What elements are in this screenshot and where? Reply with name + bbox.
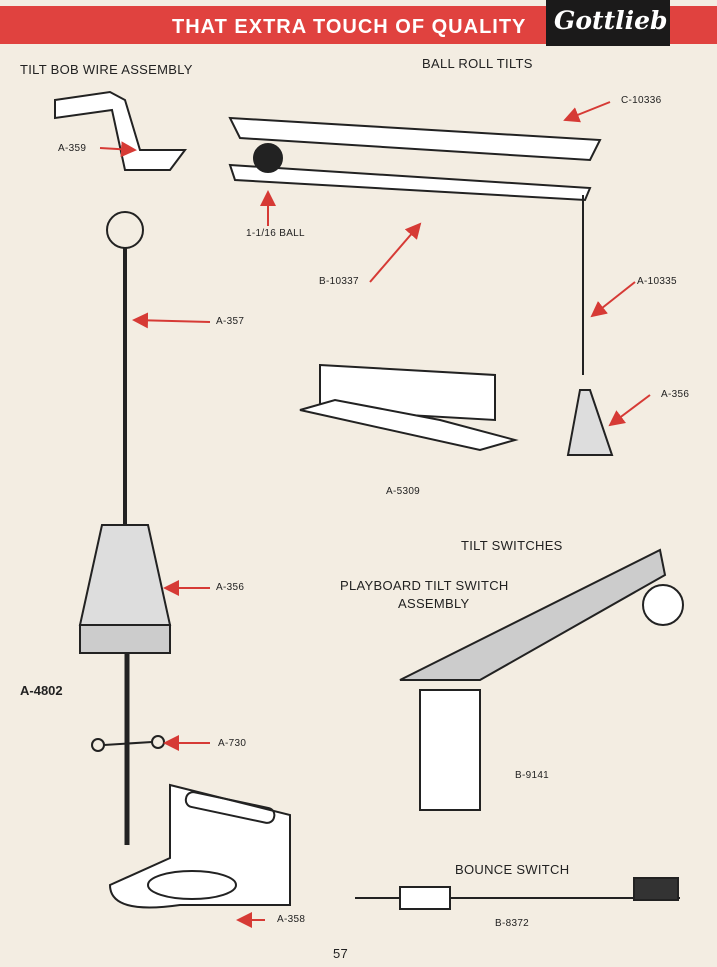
rod-loop: [106, 211, 144, 249]
page-number: 57: [333, 946, 349, 961]
label-b10337: B-10337: [319, 276, 359, 287]
title-playboard-1: PLAYBOARD TILT SWITCH: [340, 578, 509, 593]
gottlieb-logo: Gottlieb: [546, 0, 670, 46]
playboard-switch: [399, 548, 667, 681]
label-a5309: A-5309: [386, 486, 421, 497]
label-c10336: C-10336: [621, 95, 662, 106]
weight-a356-left: [78, 524, 172, 626]
label-b8372: B-8372: [495, 918, 530, 929]
weight-a356-right: [566, 389, 614, 456]
label-a10335: A-10335: [637, 276, 677, 287]
label-b9141: B-9141: [515, 770, 550, 781]
label-a359: A-359: [58, 143, 87, 154]
logo-text: Gottlieb: [554, 6, 668, 35]
banner-title: THAT EXTRA TOUCH OF QUALITY: [172, 16, 527, 38]
label-a730: A-730: [218, 738, 247, 749]
title-tilt-bob: TILT BOB WIRE ASSEMBLY: [20, 62, 193, 77]
title-bounce: BOUNCE SWITCH: [455, 862, 570, 877]
label-a4802: A-4802: [20, 683, 63, 698]
label-a358: A-358: [277, 914, 306, 925]
ball-roll-tilt: [228, 116, 602, 162]
title-tilt-switches: TILT SWITCHES: [461, 538, 563, 553]
label-ball: 1-1/16 BALL: [246, 228, 305, 239]
label-a356-right: A-356: [661, 389, 690, 400]
bracket-a359: [54, 90, 187, 171]
title-ball-roll: BALL ROLL TILTS: [422, 56, 533, 71]
label-a356-left: A-356: [216, 582, 245, 593]
title-playboard-2: ASSEMBLY: [398, 596, 470, 611]
label-a357: A-357: [216, 316, 245, 327]
